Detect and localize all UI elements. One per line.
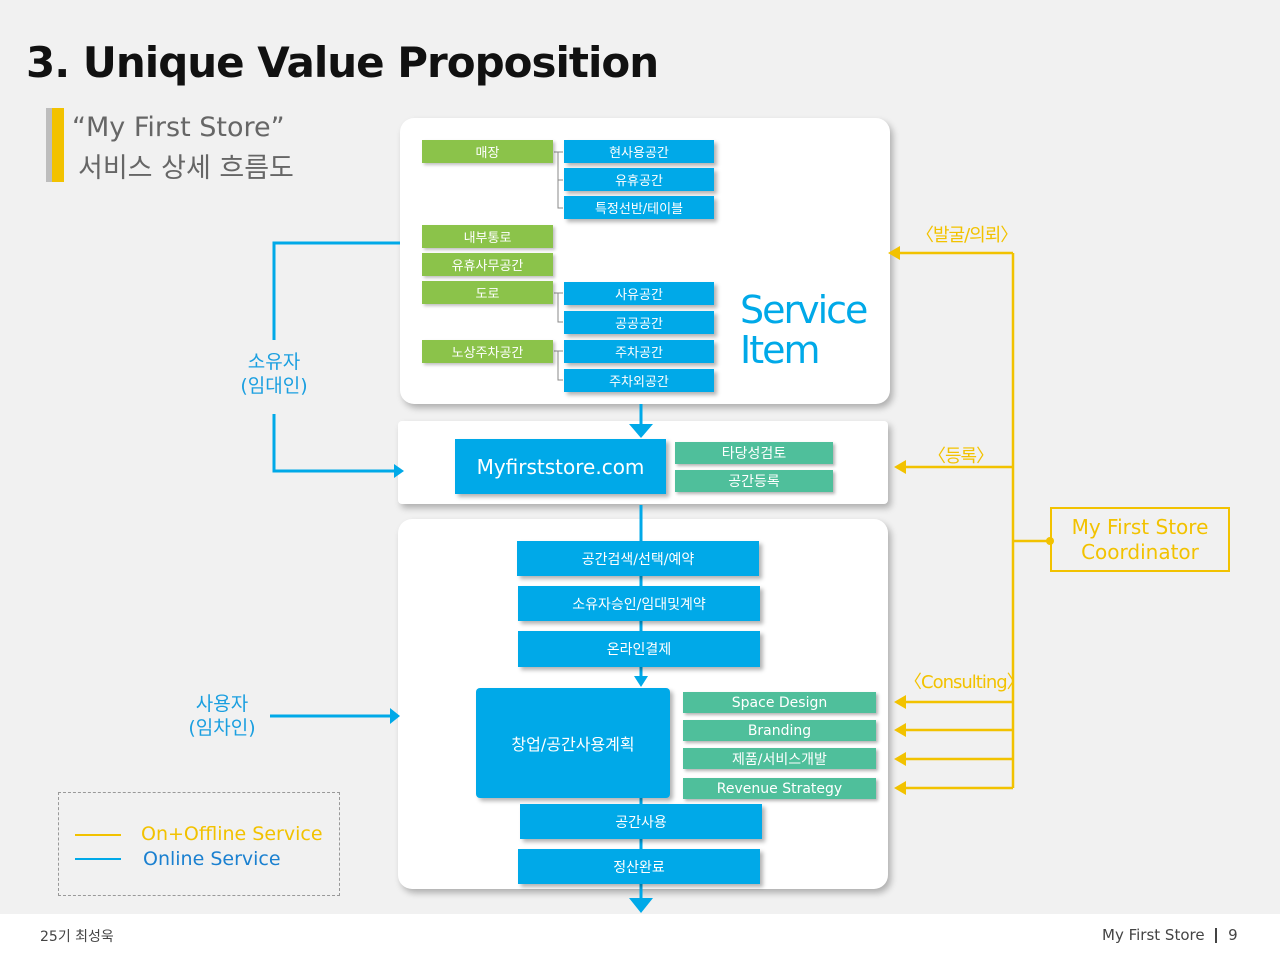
consulting-revenue: Revenue Strategy — [683, 778, 876, 799]
website-name: Myfirststore.com — [455, 439, 666, 494]
step-space-use: 공간사용 — [520, 804, 762, 839]
step-search-select-reserve: 공간검색/선택/예약 — [517, 541, 759, 576]
footer-brand-page: My First Store 9 — [1102, 926, 1238, 944]
consulting-space-design: Space Design — [683, 692, 876, 713]
footer: 25기 최성욱 My First Store 9 — [0, 914, 1280, 960]
subtitle-line-2: 서비스 상세 흐름도 — [78, 153, 294, 184]
user-label: 사용자 (임차인) — [188, 693, 256, 739]
item-parking-space: 주차공간 — [564, 340, 714, 363]
subtitle-line-1: “My First Store” — [72, 112, 285, 143]
subtitle-accent-bar — [46, 108, 64, 182]
consulting-product-dev: 제품/서비스개발 — [683, 748, 876, 769]
page-title: 3. Unique Value Proposition — [26, 38, 659, 87]
footer-separator — [1215, 928, 1218, 943]
item-idle-space: 유휴공간 — [564, 168, 714, 191]
category-store: 매장 — [422, 140, 553, 163]
owner-label: 소유자 (임대인) — [240, 351, 308, 397]
label-discover-request: 〈발굴/의뢰〉 — [916, 225, 1018, 246]
category-street-parking: 노상주차공간 — [422, 340, 553, 363]
footer-author: 25기 최성욱 — [40, 929, 114, 945]
legend: On+Offline Service Online Service — [58, 792, 340, 896]
step-planning: 창업/공간사용계획 — [476, 688, 670, 798]
label-register: 〈등록〉 — [928, 446, 994, 467]
legend-blue-line — [75, 858, 121, 860]
legend-yellow-line — [75, 834, 121, 836]
item-public-space: 공공공간 — [564, 311, 714, 334]
coordinator-box: My First Store Coordinator — [1050, 507, 1230, 572]
label-consulting: 〈Consulting〉 — [904, 672, 1025, 693]
step-approval-contract: 소유자승인/임대및계약 — [518, 586, 760, 621]
task-feasibility: 타당성검토 — [675, 442, 833, 464]
legend-online-label: Online Service — [143, 848, 281, 870]
step-settlement: 정산완료 — [518, 849, 760, 884]
service-item-label: Service Item — [740, 288, 868, 372]
item-shelf-table: 특정선반/테이블 — [564, 196, 714, 219]
task-registration: 공간등록 — [675, 470, 833, 492]
item-non-parking-space: 주차외공간 — [564, 369, 714, 392]
category-road: 도로 — [422, 281, 553, 304]
category-idle-office: 유휴사무공간 — [422, 253, 553, 276]
item-current-space: 현사용공간 — [564, 140, 714, 163]
category-inner-passage: 내부통로 — [422, 225, 553, 248]
legend-offline-label: On+Offline Service — [141, 823, 323, 845]
consulting-branding: Branding — [683, 720, 876, 741]
step-online-payment: 온라인결제 — [518, 631, 760, 667]
item-private-space: 사유공간 — [564, 282, 714, 305]
